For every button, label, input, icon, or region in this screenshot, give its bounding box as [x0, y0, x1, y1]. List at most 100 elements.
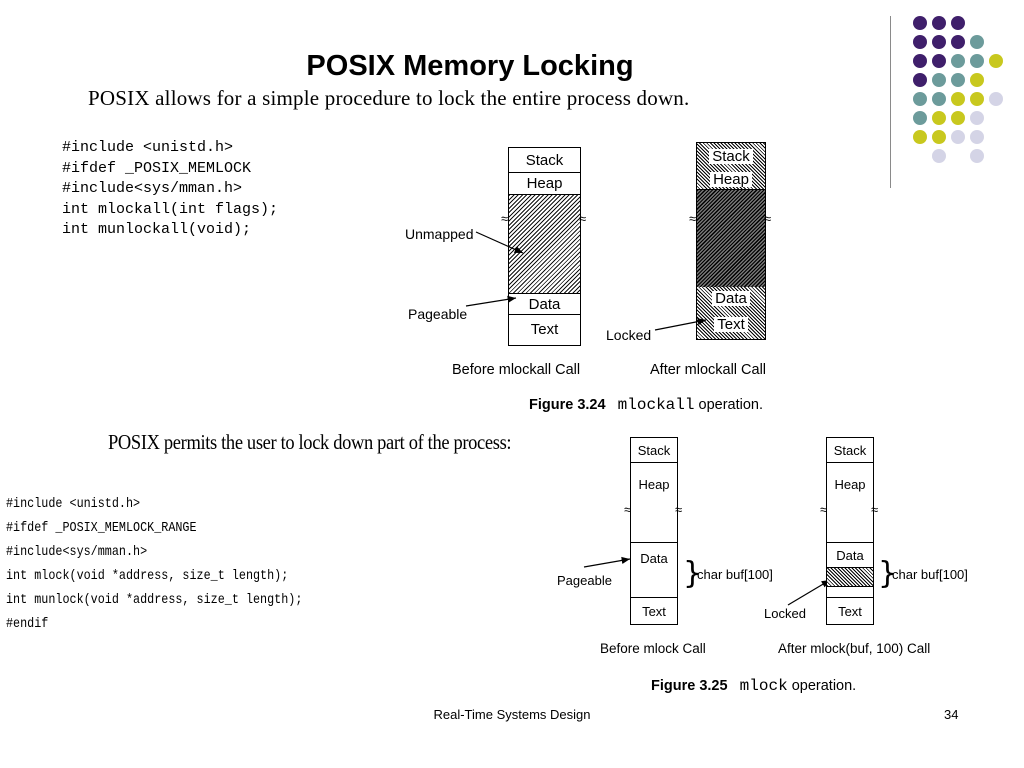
dot: [951, 92, 965, 106]
dot: [989, 92, 1003, 106]
segment-text: Text: [827, 597, 873, 624]
footer-text: Real-Time Systems Design: [433, 707, 591, 722]
dot: [932, 54, 946, 68]
segment-data: Data: [712, 290, 750, 306]
code-line: int mlock(void *address, size_t length);: [6, 568, 289, 584]
gap-mark: ≈: [501, 211, 509, 226]
dot: [932, 35, 946, 49]
segment-stack-wrap: Stack: [697, 143, 765, 169]
dot: [932, 73, 946, 87]
code-line: #ifdef _POSIX_MEMLOCK: [62, 159, 252, 177]
label-pageable: Pageable: [408, 306, 468, 322]
page-title: POSIX Memory Locking: [306, 50, 634, 82]
dot: [932, 149, 946, 163]
segment-data-wrap: Data: [697, 287, 765, 309]
dot: [913, 111, 927, 125]
dot: [913, 92, 927, 106]
dot: [913, 16, 927, 30]
dot: [913, 35, 927, 49]
page-number: 34: [944, 707, 959, 722]
caption-after-mlock: After mlock(buf, 100) Call: [778, 641, 931, 656]
dot: [970, 149, 984, 163]
segment-text: Text: [509, 314, 580, 344]
segment-unmapped: [509, 194, 580, 293]
segment-heap: Heap: [631, 462, 677, 542]
dot: [951, 16, 965, 30]
code-line: #include <unistd.h>: [62, 139, 234, 156]
vertical-divider: [890, 16, 891, 188]
dot: [951, 54, 965, 68]
arrow-unmapped: [475, 231, 524, 254]
intro-text-top: POSIX allows for a simple procedure to l…: [88, 86, 690, 110]
dot: [970, 35, 984, 49]
dot: [951, 35, 965, 49]
segment-text-wrap: Text: [697, 309, 765, 339]
code-line: int munlockall(void);: [62, 221, 252, 238]
dot: [951, 111, 965, 125]
gap-mark: ≈: [579, 211, 587, 226]
arrow-locked-2: [787, 579, 831, 606]
segment-stack: Stack: [709, 148, 753, 164]
segment-text: Text: [631, 597, 677, 624]
code-line: int munlock(void *address, size_t length…: [6, 592, 303, 608]
brace: }: [683, 556, 703, 591]
gap-mark: ≈: [675, 502, 683, 517]
segment-stack: Stack: [833, 442, 867, 458]
segment-stack: Stack: [637, 442, 671, 458]
segment-text: Text: [714, 316, 748, 332]
figure-caption-3-24: Figure 3.24 mlockall operation.: [529, 396, 763, 414]
figure-label: Figure 3.24: [529, 397, 606, 413]
segment-stack: Stack: [525, 151, 564, 169]
segment-heap: Heap: [710, 171, 752, 187]
memory-diagram-after-mlock: Stack Heap Data Text: [826, 437, 874, 625]
label-unmapped: Unmapped: [405, 226, 474, 242]
code-line: #include <unistd.h>: [6, 496, 141, 512]
dot: [913, 54, 927, 68]
code-line: #include<sys/mman.h>: [6, 544, 148, 560]
code-line: int mlockall(int flags);: [62, 200, 279, 218]
segment-data: Data: [827, 542, 873, 567]
segment-heap: Heap: [509, 172, 580, 194]
dot: [913, 130, 927, 144]
segment-locked-buffer: [827, 567, 873, 587]
arrow-pageable-2: [583, 556, 631, 568]
dot: [970, 130, 984, 144]
dot: [932, 16, 946, 30]
segment-heap: Heap: [827, 462, 873, 542]
dot: [913, 73, 927, 87]
dot: [970, 54, 984, 68]
dot: [951, 130, 965, 144]
label-locked-2: Locked: [764, 606, 806, 621]
caption-before-mlock: Before mlock Call: [600, 641, 706, 656]
dot: [932, 130, 946, 144]
segment-data: Data: [631, 542, 677, 597]
arrow-pageable: [465, 295, 517, 307]
arrow-locked: [654, 318, 707, 331]
figure-function: mlockall: [617, 396, 695, 414]
dot: [932, 111, 946, 125]
caption-before-mlockall: Before mlockall Call: [452, 362, 581, 378]
figure-suffix: operation.: [698, 397, 764, 413]
dot: [932, 92, 946, 106]
segment-unmapped: [697, 189, 765, 287]
dot: [970, 111, 984, 125]
figure-label: Figure 3.25: [651, 678, 728, 694]
dot: [989, 54, 1003, 68]
figure-suffix: operation.: [791, 678, 857, 694]
memory-diagram-before-mlockall: Stack Heap Data Text: [508, 147, 581, 346]
caption-after-mlockall: After mlockall Call: [650, 362, 767, 378]
memory-diagram-before-mlock: Stack Heap Data Text: [630, 437, 678, 625]
segment-data: Data: [509, 293, 580, 314]
label-pageable-2: Pageable: [557, 573, 612, 588]
dot: [951, 73, 965, 87]
label-buf-before: char buf[100]: [697, 567, 773, 582]
brace: }: [878, 556, 898, 591]
intro-text-bottom: POSIX permits the user to lock down part…: [108, 430, 512, 454]
gap-mark: ≈: [689, 211, 697, 226]
figure-caption-3-25: Figure 3.25 mlock operation.: [651, 677, 856, 695]
gap-mark: ≈: [764, 211, 772, 226]
code-line: #include<sys/mman.h>: [62, 180, 243, 197]
code-line: #endif: [6, 616, 49, 632]
code-block-bottom: #include <unistd.h> #ifdef _POSIX_MEMLOC…: [6, 492, 302, 636]
